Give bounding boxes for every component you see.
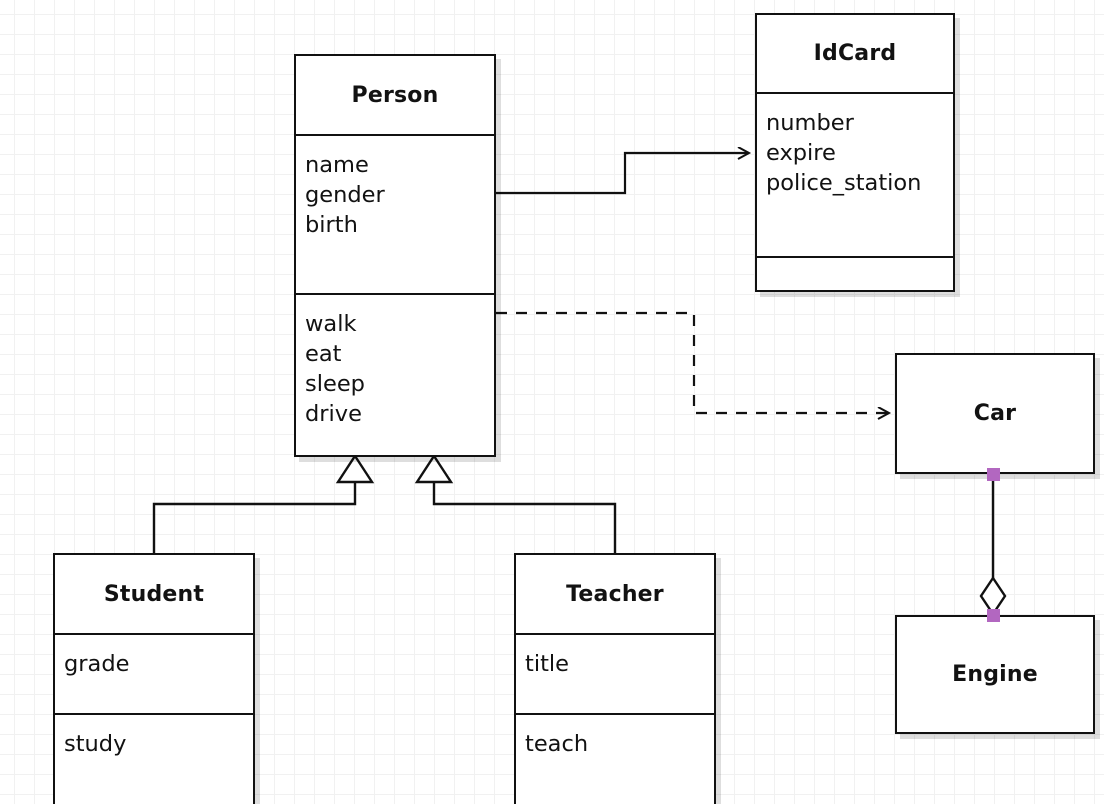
- attribute-item: number: [766, 110, 854, 136]
- class-attributes-compartment: title: [516, 633, 714, 713]
- class-title-compartment: Person: [296, 56, 494, 134]
- class-name-idcard: IdCard: [813, 41, 897, 66]
- class-title-compartment: Teacher: [516, 555, 714, 633]
- class-methods-compartment: teach: [516, 713, 714, 804]
- class-box-idcard[interactable]: IdCard number expire police_station: [755, 13, 955, 292]
- connection-port-engine-top[interactable]: [987, 609, 1000, 622]
- attribute-item: birth: [305, 212, 358, 238]
- class-name-student: Student: [103, 581, 205, 607]
- attribute-item: title: [525, 651, 569, 677]
- attribute-item: expire: [766, 140, 836, 166]
- class-attributes-compartment: name gender birth: [296, 134, 494, 293]
- edge-person-car[interactable]: [496, 311, 889, 413]
- edge-person-idcard[interactable]: [496, 153, 749, 195]
- method-item: drive: [305, 401, 362, 427]
- class-title-compartment: Car: [897, 355, 1093, 472]
- class-box-teacher[interactable]: Teacher title teach: [514, 553, 716, 804]
- class-box-student[interactable]: Student grade study: [53, 553, 255, 804]
- attribute-item: police_station: [766, 170, 922, 196]
- method-item: walk: [305, 311, 357, 337]
- class-title-compartment: Student: [55, 555, 253, 633]
- class-title-compartment: IdCard: [757, 15, 953, 92]
- edge-teacher-person[interactable]: [432, 481, 617, 553]
- generalization-triangle-student: [335, 453, 375, 484]
- class-title-compartment: Engine: [897, 617, 1093, 732]
- class-attributes-compartment: number expire police_station: [757, 92, 953, 256]
- method-item: study: [64, 731, 127, 757]
- class-methods-compartment: study: [55, 713, 253, 804]
- class-attributes-compartment: grade: [55, 633, 253, 713]
- class-methods-compartment: [757, 256, 953, 290]
- class-box-person[interactable]: Person name gender birth walk eat sleep …: [294, 54, 496, 457]
- class-name-teacher: Teacher: [566, 581, 664, 607]
- generalization-triangle-teacher: [414, 453, 454, 484]
- method-item: sleep: [305, 371, 365, 397]
- class-name-person: Person: [351, 82, 439, 108]
- edge-student-person[interactable]: [152, 481, 357, 553]
- attribute-item: gender: [305, 182, 385, 208]
- class-name-car: Car: [973, 401, 1017, 426]
- attribute-item: grade: [64, 651, 130, 677]
- connection-port-car-bottom[interactable]: [987, 468, 1000, 481]
- attribute-item: name: [305, 152, 369, 178]
- class-box-engine[interactable]: Engine: [895, 615, 1095, 734]
- class-name-engine: Engine: [952, 662, 1038, 687]
- class-box-car[interactable]: Car: [895, 353, 1095, 474]
- class-methods-compartment: walk eat sleep drive: [296, 293, 494, 455]
- method-item: eat: [305, 341, 342, 367]
- method-item: teach: [525, 731, 589, 757]
